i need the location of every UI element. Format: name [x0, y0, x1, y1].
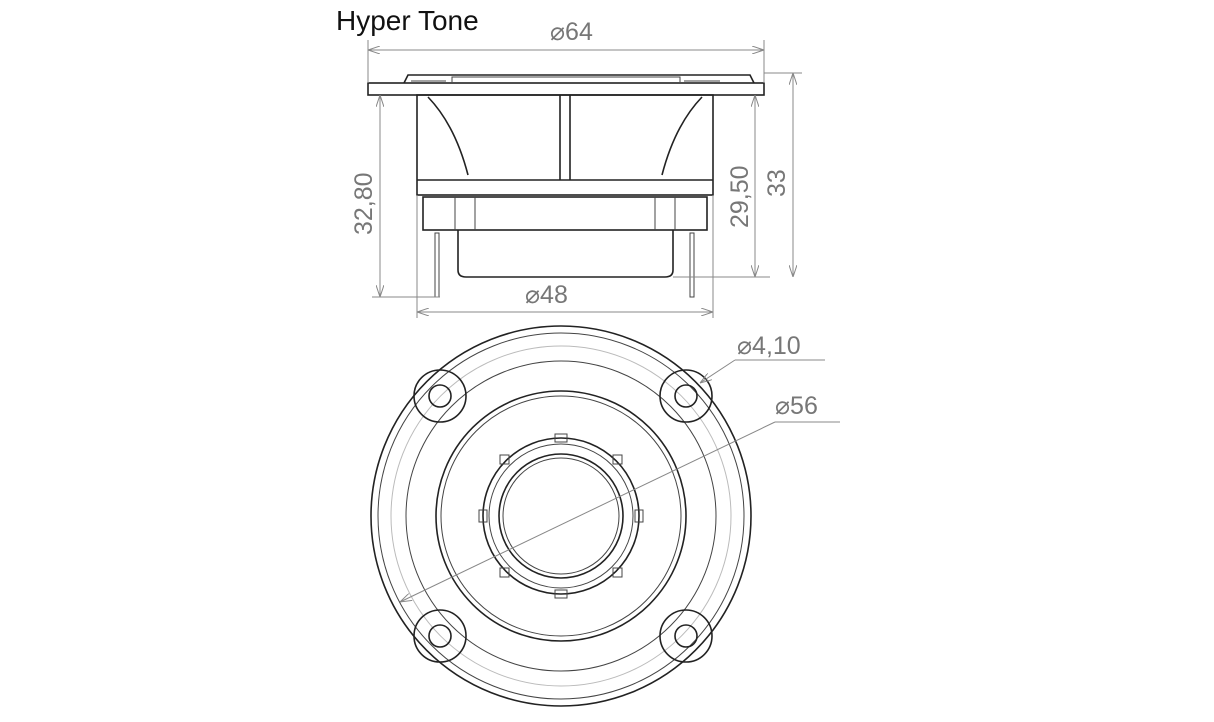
side-view: [367, 74, 765, 298]
dim-height-total: 33: [763, 169, 791, 197]
dim-height-inner: 29,50: [726, 165, 754, 228]
dimensions: ⌀64 ⌀48 32,80 29,50 33: [350, 18, 802, 318]
bottom-view: ⌀4,10 ⌀56: [370, 325, 840, 707]
dim-mount-circle: ⌀56: [775, 392, 818, 420]
dim-hole-diameter: ⌀4,10: [737, 332, 801, 360]
mounting-holes: [413, 369, 713, 663]
dim-outer-diameter: ⌀64: [550, 18, 593, 46]
dim-height-left: 32,80: [350, 172, 378, 235]
dim-body-diameter: ⌀48: [525, 281, 568, 309]
drawing-title: Hyper Tone: [336, 5, 479, 36]
